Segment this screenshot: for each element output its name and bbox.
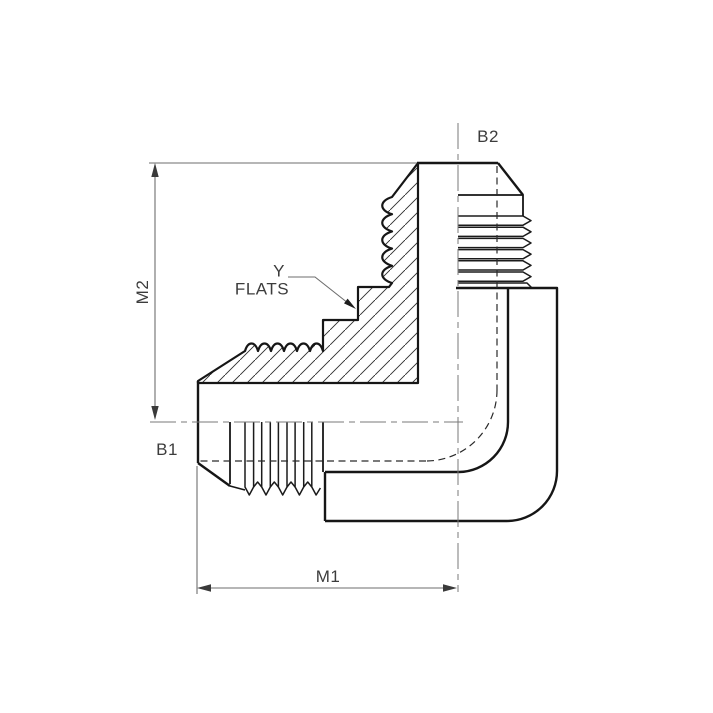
centerlines xyxy=(150,123,463,592)
b2-port-outline xyxy=(417,161,524,216)
b1-nose-chamfer xyxy=(197,462,231,487)
flats-leader xyxy=(288,276,356,309)
bore-bend-hidden-arc xyxy=(425,389,498,462)
body-outer-corner-arc xyxy=(506,470,559,523)
m2-arrow-up xyxy=(151,163,159,177)
b1-threads xyxy=(244,422,322,496)
body-inner-fillet-arc xyxy=(458,421,510,474)
m1-arrow-left xyxy=(197,584,211,592)
b2-right-chamfer xyxy=(497,162,524,196)
elbow-body-outline xyxy=(323,286,559,523)
b1-flare-runout xyxy=(229,485,246,491)
flats-leader-line xyxy=(288,276,354,308)
dimension-m1 xyxy=(196,466,455,594)
label-m2: M2 xyxy=(133,279,153,305)
label-m1: M1 xyxy=(315,567,341,587)
hidden-bore-lines xyxy=(198,166,498,462)
label-flats-y: Y xyxy=(273,261,285,281)
label-b2: B2 xyxy=(477,127,499,147)
body-shoulder-and-right-face xyxy=(456,286,559,471)
b2-flare-face xyxy=(458,194,524,216)
b2-threads xyxy=(458,215,533,289)
dimension-m2-arrows xyxy=(151,163,159,420)
dimension-m2 xyxy=(149,162,417,418)
m1-arrow-right xyxy=(443,584,457,592)
label-b1: B1 xyxy=(156,440,178,460)
label-flats-group: Y FLATS xyxy=(234,261,290,300)
dimension-m1-arrows xyxy=(197,584,457,592)
section-cut-region xyxy=(196,161,420,385)
label-flats-word: FLATS xyxy=(234,280,290,299)
section-hatch-fill xyxy=(196,161,420,385)
m2-arrow-down xyxy=(151,406,159,420)
flats-leader-arrow xyxy=(344,298,356,309)
